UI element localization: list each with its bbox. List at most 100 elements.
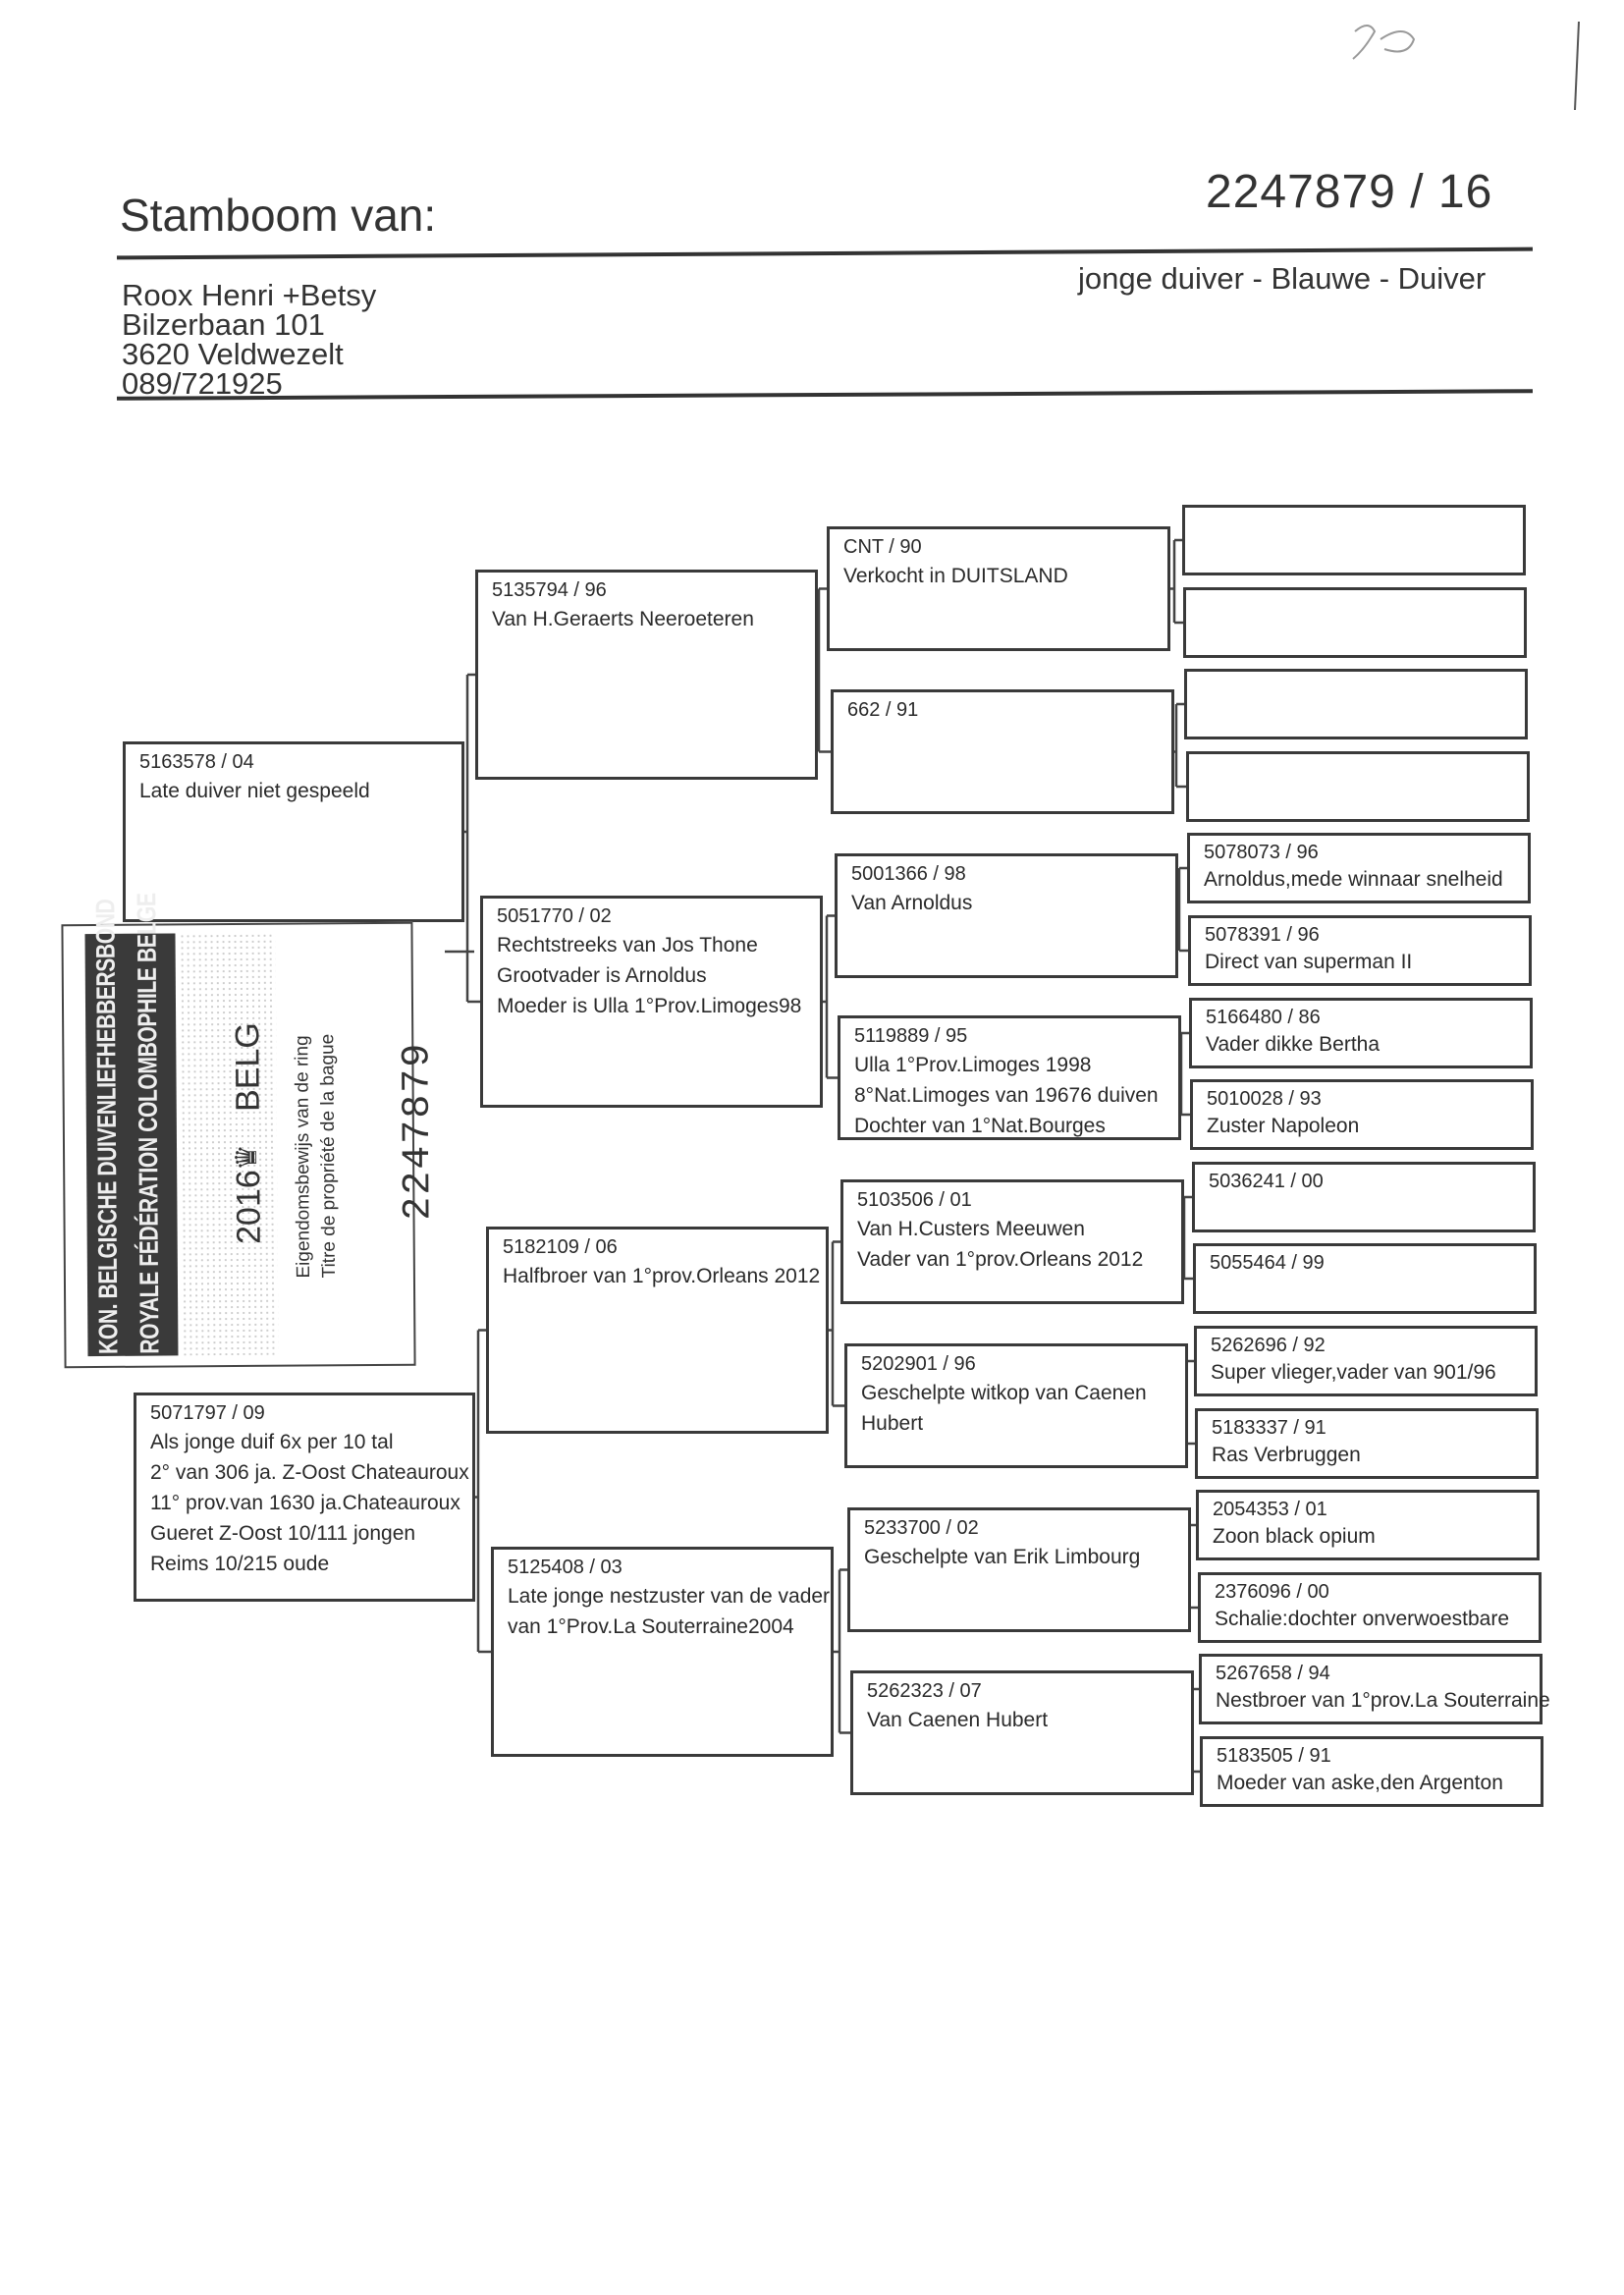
pigeon-note: Grootvader is Arnoldus [497, 964, 707, 987]
ring-country: BELG [229, 1022, 267, 1113]
owner-address: Roox Henri +Betsy Bilzerbaan 101 3620 Ve… [122, 278, 377, 401]
great-great-grandparent-box: 5262696 / 92 Super vlieger,vader van 901/… [1194, 1326, 1538, 1396]
pigeon-note: Reims 10/215 oude [150, 1553, 330, 1575]
ring-number: 5103506 / 01 [857, 1189, 972, 1211]
great-great-grandparent-box: 5183337 / 91 Ras Verbruggen [1195, 1408, 1539, 1479]
pigeon-note: Direct van superman II [1205, 951, 1413, 973]
great-great-grandparent-box [1182, 505, 1526, 575]
ring-number: 5267658 / 94 [1216, 1663, 1330, 1684]
owner-street: Bilzerbaan 101 [122, 307, 325, 342]
ring-year: 2016 [230, 1170, 268, 1245]
ring-number: 5119889 / 95 [854, 1025, 968, 1047]
ring-number: 5166480 / 86 [1206, 1007, 1321, 1028]
pigeon-note: Zoon black opium [1213, 1525, 1376, 1548]
pigeon-note: Schalie:dochter onverwoestbare [1215, 1608, 1510, 1630]
pigeon-note: Geschelpte van Erik Limbourg [864, 1546, 1141, 1568]
pigeon-note: 11° prov.van 1630 ja.Chateauroux [150, 1492, 460, 1514]
ring-ownership-card: KON. BELGISCHE DUIVENLIEFHEBBERSBOND ROY… [61, 893, 442, 1369]
ring-number: 5202901 / 96 [861, 1353, 976, 1375]
great-great-grandparent-box: 5055464 / 99 [1193, 1243, 1537, 1314]
ring-number: 5001366 / 98 [851, 863, 966, 885]
pigeon-note: Van H.Geraerts Neeroeteren [492, 608, 754, 630]
owner-phone: 089/721925 [122, 366, 283, 401]
pigeon-note: Vader van 1°prov.Orleans 2012 [857, 1248, 1144, 1271]
page-title: Stamboom van: [120, 190, 437, 241]
card-title-fr: Titre de propriété de la bague [317, 1033, 340, 1279]
ring-number: 2247879 / 16 [1206, 166, 1493, 218]
pigeon-note: Nestbroer van 1°prov.La Souterraine [1216, 1689, 1550, 1712]
great-grandparent-box: 5202901 / 96 Geschelpte witkop van Caenen… [844, 1343, 1188, 1468]
ring-number: 5262323 / 07 [867, 1680, 982, 1702]
parent-box: 5163578 / 04 Late duiver niet gespeeld [123, 741, 464, 922]
great-great-grandparent-box [1183, 587, 1527, 658]
ring-number: 5182109 / 06 [503, 1236, 618, 1258]
ring-number: 2054353 / 01 [1213, 1499, 1327, 1520]
pigeon-note: Rechtstreeks van Jos Thone [497, 934, 758, 956]
pigeon-note: 2° van 306 ja. Z-Oost Chateauroux [150, 1461, 469, 1484]
pigeon-note: Late jonge nestzuster van de vader [508, 1585, 831, 1608]
great-great-grandparent-box: 5166480 / 86 Vader dikke Bertha [1189, 998, 1533, 1068]
pigeon-note: Late duiver niet gespeeld [139, 780, 370, 802]
pigeon-note: Van H.Custers Meeuwen [857, 1218, 1085, 1240]
pigeon-note: Arnoldus,mede winnaar snelheid [1204, 868, 1503, 891]
ring-number: 5055464 / 99 [1210, 1252, 1325, 1274]
parent-box: 5071797 / 09 Als jonge duif 6x per 10 tal… [134, 1393, 475, 1602]
great-great-grandparent-box [1184, 669, 1528, 739]
pigeon-note: Geschelpte witkop van Caenen [861, 1382, 1147, 1404]
ring-number: CNT / 90 [843, 536, 922, 558]
pigeon-note: Van Caenen Hubert [867, 1709, 1049, 1731]
card-title-nl: Eigendomsbewijs van de ring [292, 1035, 314, 1279]
pigeon-note: Van Arnoldus [851, 892, 973, 914]
great-grandparent-box: 662 / 91 [831, 689, 1174, 814]
great-great-grandparent-box: 2054353 / 01 Zoon black opium [1196, 1490, 1540, 1560]
pigeon-note: Als jonge duif 6x per 10 tal [150, 1431, 394, 1453]
ring-number: 5135794 / 96 [492, 579, 607, 601]
great-grandparent-box: 5262323 / 07 Van Caenen Hubert [850, 1670, 1194, 1795]
ring-number: 5233700 / 02 [864, 1517, 979, 1539]
great-great-grandparent-box [1186, 751, 1530, 822]
ring-number: 5163578 / 04 [139, 751, 254, 773]
great-great-grandparent-box: 2376096 / 00 Schalie:dochter onverwoestba… [1198, 1572, 1542, 1643]
handwritten-mark [1352, 21, 1580, 111]
owner-name: Roox Henri +Betsy [122, 278, 377, 312]
pigeon-note: 8°Nat.Limoges van 19676 duiven [854, 1084, 1159, 1107]
ring-number: 5078073 / 96 [1204, 842, 1319, 863]
ring-number: 5036241 / 00 [1209, 1171, 1324, 1192]
card-ring-number: 2247879 [396, 1041, 442, 1221]
pigeon-note: Zuster Napoleon [1207, 1115, 1360, 1137]
ring-number: 2376096 / 00 [1215, 1581, 1329, 1603]
great-great-grandparent-box: 5078073 / 96 Arnoldus,mede winnaar snelhe… [1187, 833, 1531, 903]
great-grandparent-box: CNT / 90 Verkocht in DUITSLAND [827, 526, 1170, 651]
great-grandparent-box: 5001366 / 98 Van Arnoldus [835, 853, 1178, 978]
great-grandparent-box: 5233700 / 02 Geschelpte van Erik Limbourg [847, 1507, 1191, 1632]
ring-number: 5262696 / 92 [1211, 1335, 1326, 1356]
great-great-grandparent-box: 5036241 / 00 [1192, 1162, 1536, 1232]
grandparent-box: 5182109 / 06 Halfbroer van 1°prov.Orleans… [486, 1227, 829, 1434]
federation-name-fr: ROYALE FÉDÉRATION COLOMBOPHILE BELGE [132, 893, 165, 1354]
grandparent-box: 5135794 / 96 Van H.Geraerts Neeroeteren [475, 570, 818, 780]
ring-number: 5125408 / 03 [508, 1557, 623, 1578]
pigeon-note: Verkocht in DUITSLAND [843, 565, 1068, 587]
ring-number: 5051770 / 02 [497, 905, 612, 927]
owner-city: 3620 Veldwezelt [122, 337, 344, 371]
pigeon-note: van 1°Prov.La Souterraine2004 [508, 1615, 794, 1638]
pigeon-note: Vader dikke Bertha [1206, 1033, 1380, 1056]
federation-name-nl: KON. BELGISCHE DUIVENLIEFHEBBERSBOND [90, 899, 124, 1355]
ring-number: 5183505 / 91 [1217, 1745, 1331, 1767]
pigeon-note: Halfbroer van 1°prov.Orleans 2012 [503, 1265, 821, 1287]
ring-number: 662 / 91 [847, 699, 919, 721]
pigeon-note: Ras Verbruggen [1212, 1444, 1361, 1466]
pigeon-note: Super vlieger,vader van 901/96 [1211, 1361, 1496, 1384]
pigeon-note: Dochter van 1°Nat.Bourges [854, 1115, 1106, 1137]
ring-number: 5183337 / 91 [1212, 1417, 1326, 1439]
grandparent-box: 5125408 / 03 Late jonge nestzuster van de… [491, 1547, 834, 1757]
ring-number: 5071797 / 09 [150, 1402, 265, 1424]
pigeon-note: Gueret Z-Oost 10/111 jongen [150, 1522, 416, 1545]
ring-number: 5010028 / 93 [1207, 1088, 1322, 1110]
pigeon-note: Hubert [861, 1412, 924, 1435]
